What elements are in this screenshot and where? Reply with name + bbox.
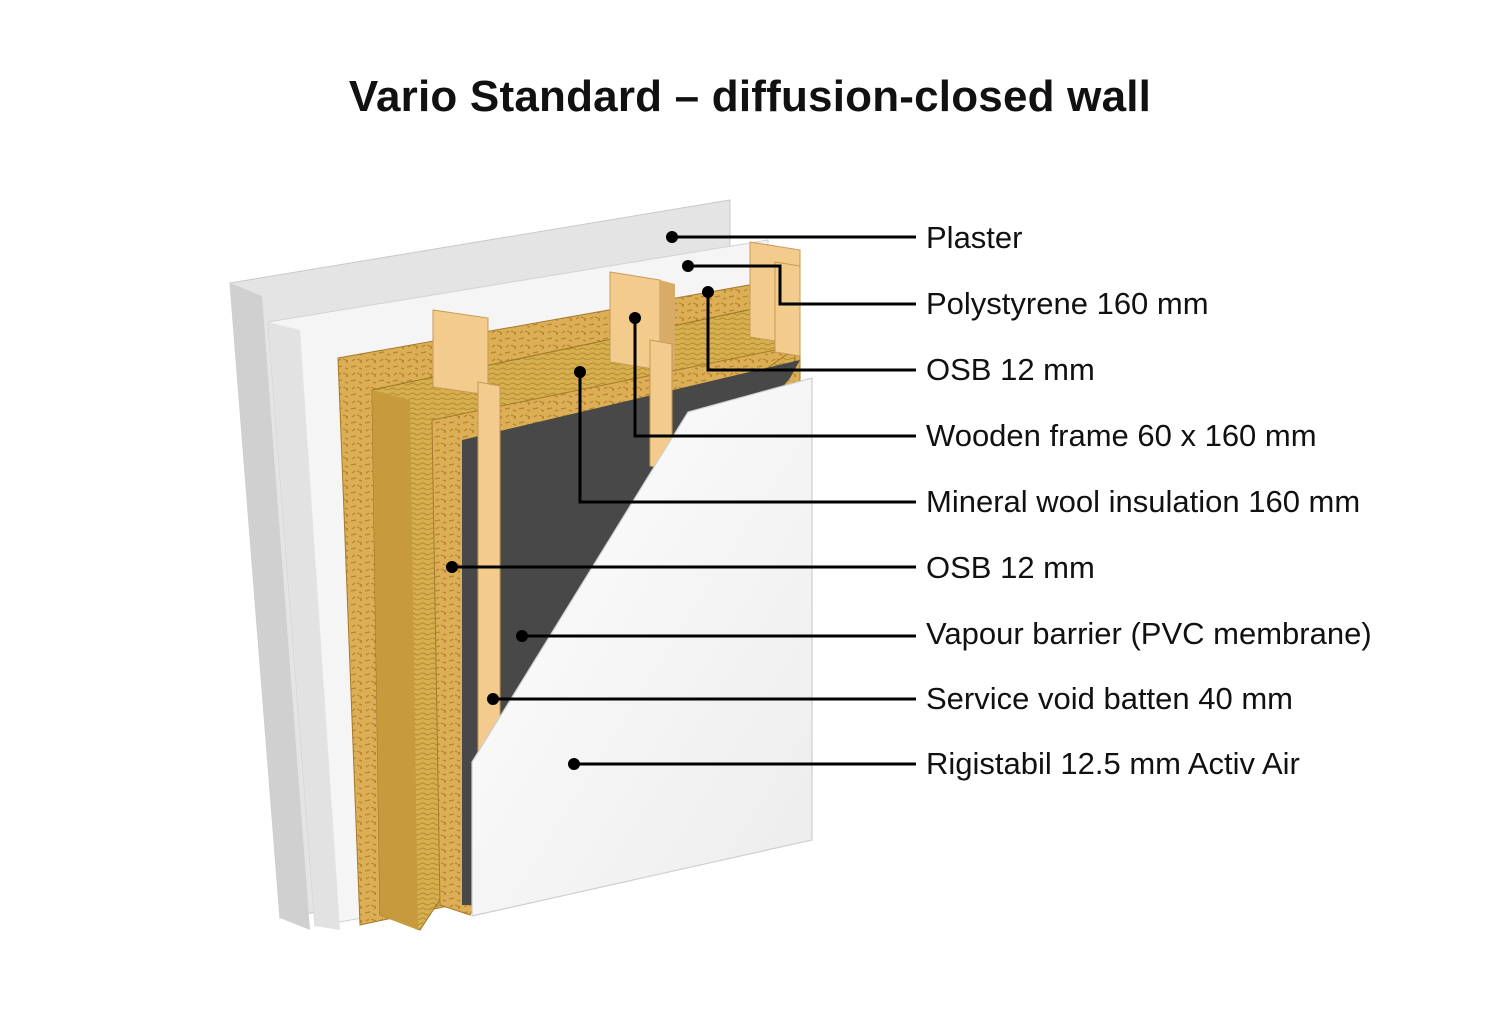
label-wooden-frame: Wooden frame 60 x 160 mm [926, 418, 1317, 453]
plaster-edge [230, 283, 310, 930]
label-service-batten: Service void batten 40 mm [926, 681, 1294, 716]
label-polystyrene: Polystyrene 160 mm [926, 286, 1209, 321]
rigistabil-board [471, 377, 813, 917]
label-vapour-barrier: Vapour barrier (PVC membrane) [926, 616, 1372, 651]
leader-dots [446, 231, 714, 770]
label-osb-inner: OSB 12 mm [926, 550, 1095, 585]
label-mineral-wool: Mineral wool insulation 160 mm [926, 484, 1361, 519]
label-rigistabil: Rigistabil 12.5 mm Activ Air [926, 746, 1300, 781]
leader-polystyrene [688, 264, 916, 306]
vapour-barrier-layer [462, 360, 800, 905]
label-plaster: Plaster [926, 220, 1023, 255]
leader-lines [452, 235, 916, 766]
leader-mineral-wool [578, 372, 916, 504]
diagram-title: Vario Standard – diffusion-closed wall [348, 72, 1152, 121]
leader-osb-outer [706, 292, 916, 372]
polystyrene-edge [268, 322, 340, 930]
label-osb-outer: OSB 12 mm [926, 352, 1095, 387]
leader-wooden-frame [633, 318, 916, 438]
mineral-wool-front-edge [372, 390, 418, 930]
